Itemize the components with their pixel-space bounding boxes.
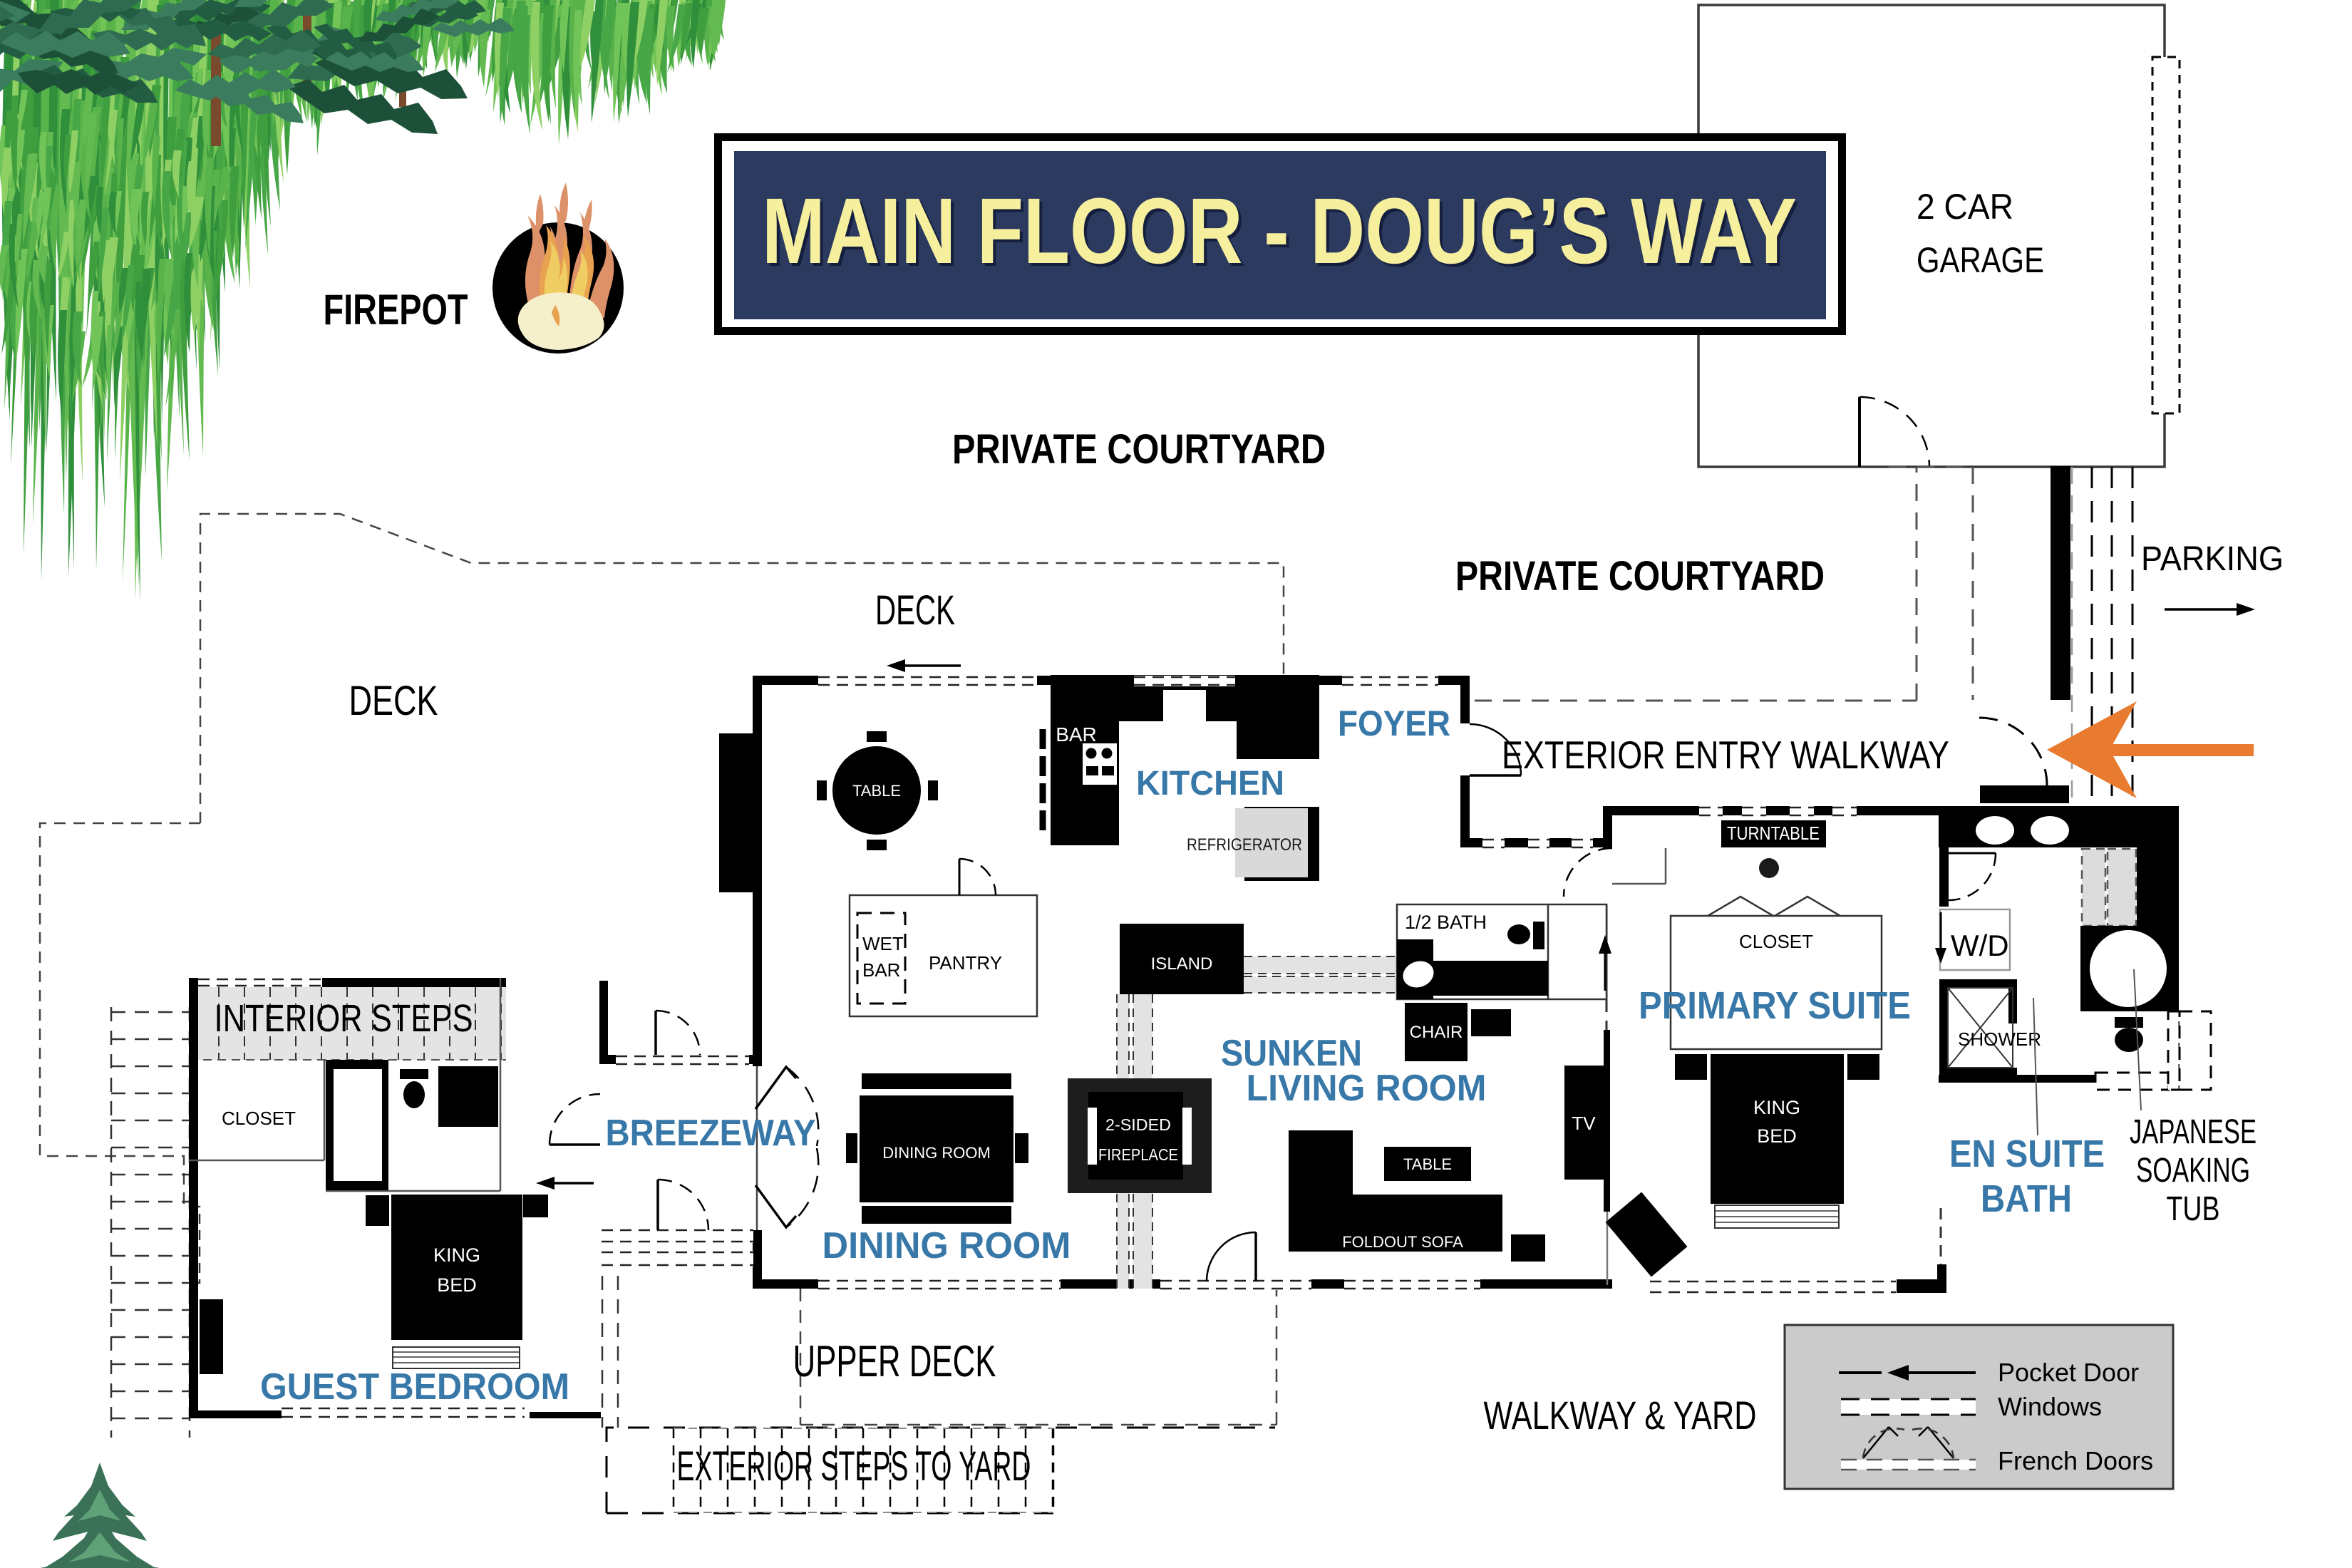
svg-text:INTERIOR STEPS: INTERIOR STEPS xyxy=(215,997,473,1040)
svg-text:2-SIDED: 2-SIDED xyxy=(1105,1115,1171,1134)
svg-text:REFRIGERATOR: REFRIGERATOR xyxy=(1187,835,1302,855)
svg-text:Windows: Windows xyxy=(1998,1392,2102,1421)
svg-text:KITCHEN: KITCHEN xyxy=(1136,765,1284,803)
svg-text:PARKING: PARKING xyxy=(2141,540,2284,578)
svg-text:TV: TV xyxy=(1572,1113,1596,1134)
svg-text:1/2 BATH: 1/2 BATH xyxy=(1405,912,1487,933)
svg-text:UPPER DECK: UPPER DECK xyxy=(793,1337,996,1386)
svg-text:2 CAR: 2 CAR xyxy=(1917,187,2013,227)
svg-text:W/D: W/D xyxy=(1951,929,2009,962)
svg-text:French Doors: French Doors xyxy=(1998,1446,2153,1475)
svg-text:FIREPOT: FIREPOT xyxy=(324,286,468,334)
svg-text:BATH: BATH xyxy=(1981,1177,2072,1220)
svg-text:Pocket Door: Pocket Door xyxy=(1998,1358,2139,1387)
svg-text:BAR: BAR xyxy=(862,959,900,981)
svg-text:ISLAND: ISLAND xyxy=(1151,954,1213,974)
svg-text:KING: KING xyxy=(1753,1097,1800,1118)
svg-text:CHAIR: CHAIR xyxy=(1410,1023,1463,1042)
svg-text:SUNKEN: SUNKEN xyxy=(1221,1033,1362,1074)
svg-text:DECK: DECK xyxy=(875,587,955,634)
svg-text:FOLDOUT SOFA: FOLDOUT SOFA xyxy=(1342,1233,1463,1251)
svg-text:WALKWAY & YARD: WALKWAY & YARD xyxy=(1484,1393,1757,1438)
svg-text:SHOWER: SHOWER xyxy=(1958,1028,2041,1050)
svg-text:LIVING ROOM: LIVING ROOM xyxy=(1247,1068,1487,1109)
svg-text:MAIN FLOOR - DOUG’S WAY: MAIN FLOOR - DOUG’S WAY xyxy=(762,178,1797,283)
svg-text:PRIMARY SUITE: PRIMARY SUITE xyxy=(1639,984,1911,1027)
svg-text:CLOSET: CLOSET xyxy=(1739,931,1813,952)
svg-text:KING: KING xyxy=(433,1244,480,1266)
svg-text:SOAKING: SOAKING xyxy=(2136,1152,2250,1190)
svg-text:TABLE: TABLE xyxy=(1403,1155,1452,1173)
svg-text:EXTERIOR STEPS TO YARD: EXTERIOR STEPS TO YARD xyxy=(677,1443,1031,1490)
svg-text:GUEST BEDROOM: GUEST BEDROOM xyxy=(260,1366,569,1408)
svg-text:CLOSET: CLOSET xyxy=(222,1108,296,1129)
svg-text:TUB: TUB xyxy=(2167,1190,2220,1228)
svg-text:PRIVATE COURTYARD: PRIVATE COURTYARD xyxy=(952,426,1326,473)
svg-text:BREEZEWAY: BREEZEWAY xyxy=(606,1113,816,1154)
svg-text:FIREPLACE: FIREPLACE xyxy=(1098,1145,1178,1164)
svg-text:TURNTABLE: TURNTABLE xyxy=(1727,822,1820,844)
svg-text:BAR: BAR xyxy=(1056,723,1097,746)
svg-text:BED: BED xyxy=(437,1274,477,1296)
svg-text:EXTERIOR ENTRY WALKWAY: EXTERIOR ENTRY WALKWAY xyxy=(1502,733,1949,777)
svg-text:PRIVATE COURTYARD: PRIVATE COURTYARD xyxy=(1455,553,1825,599)
svg-text:TABLE: TABLE xyxy=(852,782,901,800)
svg-text:PANTRY: PANTRY xyxy=(929,952,1002,974)
svg-text:BED: BED xyxy=(1757,1125,1797,1147)
svg-text:EN SUITE: EN SUITE xyxy=(1949,1133,2105,1175)
svg-text:FOYER: FOYER xyxy=(1338,703,1450,743)
svg-text:MAIN FLOOR - DOUG’S WAY: MAIN FLOOR - DOUG’S WAY xyxy=(765,181,1800,286)
svg-text:DINING ROOM: DINING ROOM xyxy=(822,1225,1071,1267)
svg-text:GARAGE: GARAGE xyxy=(1917,240,2044,280)
svg-text:DINING ROOM: DINING ROOM xyxy=(882,1144,991,1162)
svg-text:JAPANESE: JAPANESE xyxy=(2130,1113,2256,1151)
svg-text:WET: WET xyxy=(862,933,904,954)
svg-text:DECK: DECK xyxy=(349,678,438,724)
